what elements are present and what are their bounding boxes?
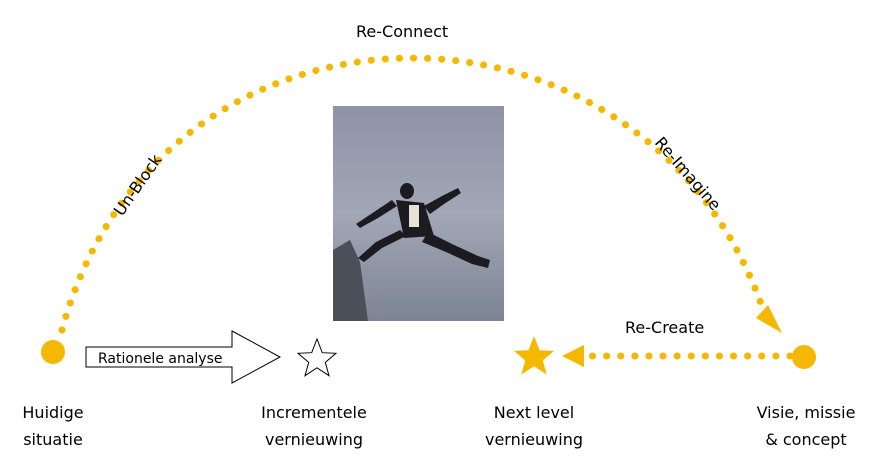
filled-star-icon (514, 336, 554, 375)
node-label-next-level-line2: vernieuwing (485, 430, 583, 449)
jumping-businessman-photo (333, 106, 504, 321)
start-circle-icon (41, 340, 65, 364)
node-label-incremental-line1: Incrementele (261, 403, 367, 422)
node-label-vision-line1: Visie, missie (757, 403, 856, 422)
stage-label-recreate: Re-Create (625, 318, 704, 337)
stage-label-reimagine: Re-Imagine (651, 133, 725, 214)
node-label-vision-line2: & concept (765, 430, 846, 449)
end-circle-icon (792, 345, 816, 369)
rational-analysis-label: Rationele analyse (98, 351, 223, 367)
outline-star-icon (296, 337, 338, 377)
arc-arrowhead (756, 305, 782, 333)
node-label-current-line2: situatie (23, 430, 83, 449)
node-label-incremental-line2: vernieuwing (265, 430, 363, 449)
stage-label-reconnect: Re-Connect (356, 22, 448, 41)
node-label-current-line1: Huidige (22, 403, 83, 422)
dotted-arc (58, 54, 769, 334)
stage-label-unblock: Un-Block (110, 150, 166, 219)
rational-analysis-arrow (85, 330, 282, 384)
node-label-next-level-line1: Next level (494, 403, 574, 422)
return-arrowhead (562, 345, 584, 367)
